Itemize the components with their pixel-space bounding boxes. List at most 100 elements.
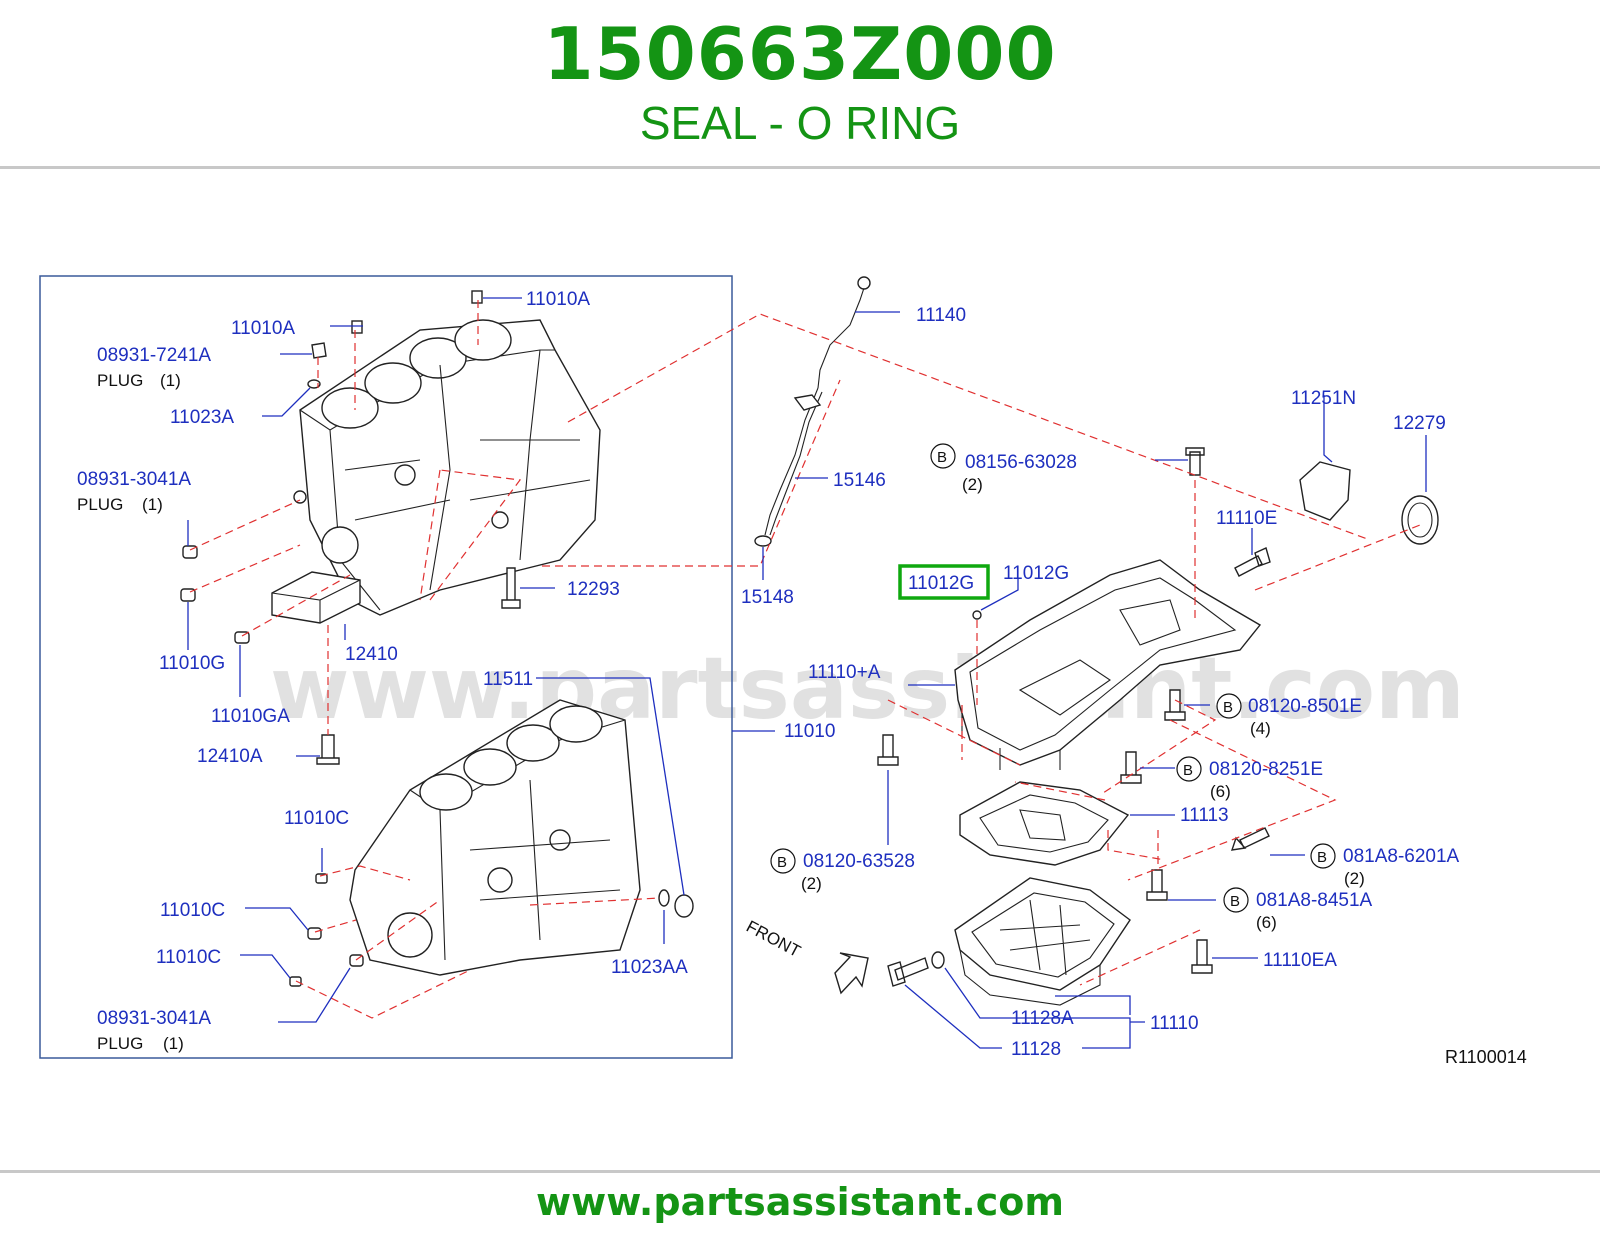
lower-oil-pan-11110-drawing — [954, 877, 1131, 1006]
bolt-11110E — [1234, 547, 1271, 577]
plug-11010A-top — [471, 290, 483, 304]
bolt-08156-63028 — [1185, 447, 1205, 476]
front-arrow — [834, 952, 869, 995]
bolt-08120-8501E — [1164, 689, 1186, 721]
label-11110EA[interactable]: 11110EA — [1263, 950, 1337, 971]
label-11010G[interactable]: 11010G — [159, 653, 225, 674]
qty-08120-63528: (2) — [801, 874, 822, 893]
label-plug-3-qty: (1) — [163, 1034, 184, 1053]
highlight-box — [898, 564, 990, 600]
front-label: FRONT — [743, 917, 804, 961]
qty-081A8-8451A: (6) — [1256, 913, 1277, 932]
label-11140[interactable]: 11140 — [916, 305, 966, 326]
label-11010C-mid[interactable]: 11010C — [160, 900, 225, 921]
svg-text:B: B — [1317, 849, 1327, 866]
label-11012G-highlighted[interactable]: 11012G — [908, 573, 974, 594]
bolt-081A8-6201A — [1230, 827, 1270, 851]
plug-11010C-top — [315, 873, 328, 884]
label-plug-1-qty: (1) — [160, 371, 181, 390]
label-11010[interactable]: 11010 — [784, 721, 835, 742]
drain-plug-11128 — [887, 957, 929, 987]
plug-11010A-mid — [351, 320, 363, 334]
watermark: www.partsassistant.com — [270, 639, 1465, 739]
label-11110E[interactable]: 11110E — [1216, 508, 1277, 529]
oring-15148 — [754, 535, 772, 547]
label-08931-3041A-top[interactable]: 08931-3041A — [77, 469, 191, 490]
label-11110[interactable]: 11110 — [1150, 1013, 1199, 1034]
label-15148[interactable]: 15148 — [741, 587, 794, 608]
label-plug-3: PLUG — [97, 1034, 143, 1053]
dipstick-11140-drawing — [817, 284, 866, 389]
label-11010GA[interactable]: 11010GA — [211, 706, 290, 727]
label-11128[interactable]: 11128 — [1011, 1039, 1061, 1060]
part-description: SEAL - O RING — [639, 97, 961, 149]
bolt-08120-8251E — [1120, 751, 1142, 784]
upper-oil-pan-drawing — [954, 559, 1262, 770]
cylinder-block-upper-drawing — [293, 319, 601, 616]
assembly-guide-lines — [189, 300, 1421, 1019]
label-plug-2-qty: (1) — [142, 495, 163, 514]
label-11110-plus-A[interactable]: 11110+A — [808, 662, 881, 683]
leader-lines — [187, 297, 1427, 1049]
label-11010A-top[interactable]: 11010A — [526, 289, 590, 310]
qty-081A8-6201A: (2) — [1344, 869, 1365, 888]
engine-block-frame — [39, 275, 733, 1059]
label-08120-8501E[interactable]: 08120-8501E — [1248, 696, 1362, 717]
label-11010C-low[interactable]: 11010C — [156, 947, 221, 968]
label-081A8-8451A[interactable]: 081A8-8451A — [1256, 890, 1373, 911]
label-plug-1: PLUG — [97, 371, 143, 390]
label-08931-3041A-bot[interactable]: 08931-3041A — [97, 1008, 211, 1029]
part-number-title: 150663Z000 — [543, 12, 1057, 96]
top-divider — [0, 166, 1600, 169]
reference-code: R1100014 — [1445, 1047, 1527, 1067]
label-15146[interactable]: 15146 — [833, 470, 886, 491]
bolt-11110EA — [1191, 939, 1213, 974]
header: 150663Z000 SEAL - O RING — [0, 0, 1600, 168]
label-081A8-6201A[interactable]: 081A8-6201A — [1343, 846, 1460, 867]
footer-url[interactable]: www.partsassistant.com — [536, 1180, 1064, 1224]
badges: B B B B B B — [770, 443, 1336, 913]
label-11023A[interactable]: 11023A — [170, 407, 234, 428]
bolt-08120-63528 — [877, 734, 899, 766]
cylinder-block-lower-drawing — [349, 699, 641, 976]
svg-text:B: B — [937, 449, 947, 466]
label-11012G[interactable]: 11012G — [1003, 563, 1069, 584]
cover-11251N-drawing — [1299, 461, 1351, 521]
guide-15146-drawing — [764, 387, 819, 536]
seal-11511 — [658, 889, 670, 907]
label-11128A[interactable]: 11128A — [1011, 1008, 1074, 1029]
label-11023AA[interactable]: 11023AA — [611, 957, 688, 978]
part-labels: 11010A 11010A 08931-7241A PLUG (1) 11023… — [77, 289, 1527, 1067]
label-11010C-top[interactable]: 11010C — [284, 808, 349, 829]
label-11511[interactable]: 11511 — [483, 669, 533, 690]
label-11113[interactable]: 11113 — [1180, 805, 1229, 826]
baffle-11113-drawing — [959, 781, 1130, 866]
plug-11010GA — [234, 631, 250, 644]
label-11251N[interactable]: 11251N — [1291, 388, 1356, 409]
svg-text:B: B — [1183, 762, 1193, 779]
label-08156-63028[interactable]: 08156-63028 — [965, 452, 1077, 473]
plug-08931-7241A — [311, 342, 327, 359]
label-12410[interactable]: 12410 — [345, 644, 398, 665]
part-12410-drawing — [271, 571, 361, 624]
plug-11010C-low — [289, 976, 302, 987]
label-12293[interactable]: 12293 — [567, 579, 620, 600]
label-11010A-mid[interactable]: 11010A — [231, 318, 295, 339]
label-12279[interactable]: 12279 — [1393, 413, 1446, 434]
plug-11010C-mid — [307, 927, 322, 940]
label-08931-7241A[interactable]: 08931-7241A — [97, 345, 211, 366]
qty-08156-63028: (2) — [962, 475, 983, 494]
svg-text:B: B — [777, 854, 787, 871]
label-plug-2: PLUG — [77, 495, 123, 514]
label-08120-8251E[interactable]: 08120-8251E — [1209, 759, 1323, 780]
washer-11128A — [931, 951, 945, 969]
washer-11023A — [307, 379, 321, 389]
bolt-12293 — [501, 567, 521, 609]
bottom-divider — [0, 1170, 1600, 1173]
qty-08120-8251E: (6) — [1210, 782, 1231, 801]
label-08120-63528[interactable]: 08120-63528 — [803, 851, 915, 872]
bolt-081A8-8451A — [1146, 869, 1168, 901]
label-12410A[interactable]: 12410A — [197, 746, 263, 767]
svg-text:B: B — [1223, 699, 1233, 716]
